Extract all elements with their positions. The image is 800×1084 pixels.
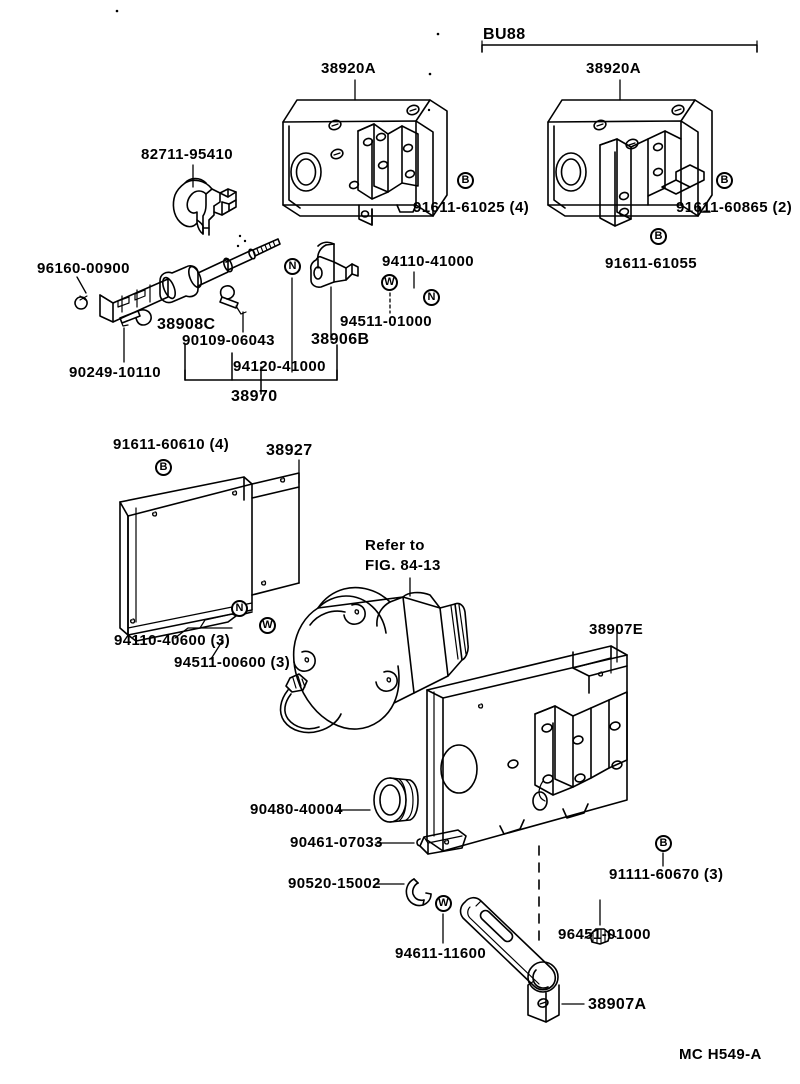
label-94511-01000: 94511-01000 (340, 313, 432, 330)
snapring-90520 (376, 879, 431, 906)
refer-note-line2: FIG. 84-13 (365, 557, 441, 574)
bush-90480 (338, 778, 418, 822)
label-96160-00900: 96160-00900 (37, 260, 130, 277)
marker-w-94611: W (435, 895, 452, 912)
label-38907e: 38907E (589, 621, 644, 638)
marker-b-91611-61025: B (457, 172, 474, 189)
label-38970: 38970 (231, 388, 278, 405)
label-94110-41000: 94110-41000 (382, 253, 474, 270)
label-94511-00600: 94511-00600 (3) (174, 654, 291, 671)
marker-n-94120: N (284, 258, 301, 275)
label-38908c: 38908C (157, 316, 216, 333)
label-91611-60610: 91611-60610 (4) (113, 436, 230, 453)
marker-b-91611-61055: B (650, 228, 667, 245)
marker-w-94511-01000: W (381, 274, 398, 291)
refer-note-line1: Refer to (365, 537, 425, 554)
key-90461 (376, 830, 466, 854)
label-94120-41000: 94120-41000 (233, 358, 326, 375)
label-38907a: 38907A (588, 996, 647, 1013)
label-96451-01000: 96451-01000 (558, 926, 651, 943)
label-38920a-right: 38920A (586, 60, 641, 77)
marker-b-91611-60865: B (716, 172, 733, 189)
label-90109-06043: 90109-06043 (182, 332, 275, 349)
label-90480-40004: 90480-40004 (250, 801, 343, 818)
actuator-motor (281, 578, 469, 733)
catalog-code: MC H549-A (679, 1046, 762, 1063)
marker-w-94511-00600: W (259, 617, 276, 634)
label-38906b: 38906B (311, 331, 370, 348)
label-91611-61055: 91611-61055 (605, 255, 697, 272)
marker-n-94110-40600: N (231, 600, 248, 617)
group-label-bu88: BU88 (483, 26, 526, 43)
label-91611-61025: 91611-61025 (4) (413, 199, 530, 216)
label-90520-15002: 90520-15002 (288, 875, 381, 892)
label-38920a-left: 38920A (321, 60, 376, 77)
label-90249-10110: 90249-10110 (69, 364, 161, 381)
label-91611-60865: 91611-60865 (2) (676, 199, 793, 216)
marker-b-91111-60670: B (655, 835, 672, 852)
clip-82711 (173, 165, 236, 235)
label-94110-40600: 94110-40600 (3) (114, 632, 231, 649)
marker-n-94110-41000: N (423, 289, 440, 306)
marker-b-91611-60610: B (155, 459, 172, 476)
label-90461-07033: 90461-07033 (290, 834, 383, 851)
housing-38907e (427, 625, 627, 940)
label-82711-95410: 82711-95410 (141, 146, 233, 163)
label-94611-11600: 94611-11600 (395, 945, 487, 962)
label-38927: 38927 (266, 442, 313, 459)
label-91111-60670: 91111-60670 (3) (609, 866, 724, 883)
